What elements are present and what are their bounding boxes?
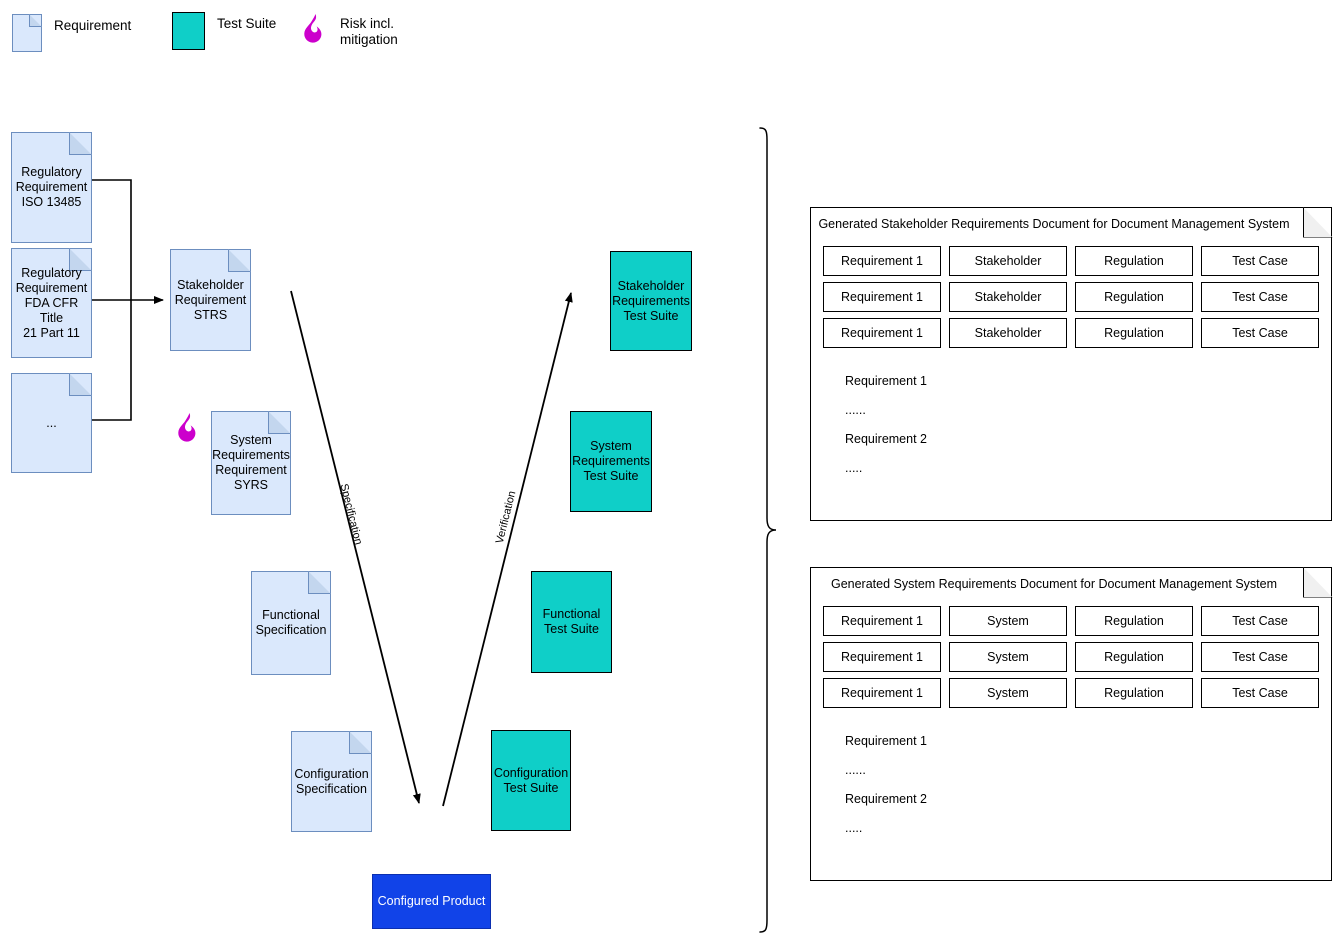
node-functional-test-suite[interactable]: Functional Test Suite — [531, 571, 612, 673]
generated-stakeholder-requirements-document[interactable]: Generated Stakeholder Requirements Docum… — [810, 206, 1333, 521]
grouping-brace — [759, 127, 777, 933]
node-label: Regulatory Requirement FDA CFR Title 21 … — [15, 265, 88, 340]
legend-label-risk: Risk incl. mitigation — [340, 16, 398, 47]
table-cell[interactable]: System — [949, 678, 1067, 708]
node-regulatory-requirement-iso[interactable]: Regulatory Requirement ISO 13485 — [11, 132, 92, 243]
node-label: System Requirements Test Suite — [572, 439, 650, 483]
table-cell[interactable]: Regulation — [1075, 246, 1193, 276]
table-cell[interactable]: Test Case — [1201, 606, 1319, 636]
requirements-table: Requirement 1 Stakeholder Regulation Tes… — [823, 246, 1319, 348]
legend-item-requirement: Requirement — [12, 14, 131, 52]
body-line: Requirement 1 — [845, 734, 927, 748]
document-fold-icon — [349, 731, 372, 754]
flame-icon — [178, 413, 196, 442]
document-title: Generated System Requirements Document f… — [830, 577, 1278, 591]
node-label: Regulatory Requirement ISO 13485 — [15, 165, 88, 209]
table-cell[interactable]: Stakeholder — [949, 282, 1067, 312]
specification-arrow[interactable] — [290, 290, 421, 804]
document-fold-icon — [308, 571, 331, 594]
node-label: Functional Specification — [255, 608, 327, 637]
legend-item-risk: Risk incl. mitigation — [298, 12, 398, 48]
body-line: ...... — [845, 763, 866, 777]
node-label: Configured Product — [377, 894, 486, 908]
table-cell[interactable]: Test Case — [1201, 318, 1319, 348]
node-label: ... — [46, 415, 57, 430]
node-configuration-test-suite[interactable]: Configuration Test Suite — [491, 730, 571, 831]
body-line: ...... — [845, 403, 866, 417]
node-label: Configuration Test Suite — [493, 765, 569, 795]
square-icon — [172, 12, 205, 50]
flame-icon — [304, 14, 322, 43]
table-cell[interactable]: Test Case — [1201, 678, 1319, 708]
table-cell[interactable]: Regulation — [1075, 642, 1193, 672]
table-cell[interactable]: Requirement 1 — [823, 606, 941, 636]
table-cell[interactable]: Requirement 1 — [823, 642, 941, 672]
document-icon — [12, 14, 42, 52]
document-icon-fold — [29, 14, 42, 27]
node-regulatory-requirement-fda[interactable]: Regulatory Requirement FDA CFR Title 21 … — [11, 248, 92, 358]
table-cell[interactable]: Regulation — [1075, 282, 1193, 312]
node-functional-specification[interactable]: Functional Specification — [251, 571, 331, 675]
node-regulatory-requirement-more[interactable]: ... — [11, 373, 92, 473]
document-body: Requirement 1 ...... Requirement 2 ..... — [845, 734, 927, 850]
table-cell[interactable]: Requirement 1 — [823, 318, 941, 348]
table-cell[interactable]: Stakeholder — [949, 318, 1067, 348]
node-configuration-specification[interactable]: Configuration Specification — [291, 731, 372, 832]
node-configured-product[interactable]: Configured Product — [372, 874, 491, 929]
table-cell[interactable]: System — [949, 642, 1067, 672]
table-cell[interactable]: Test Case — [1201, 642, 1319, 672]
body-line: Requirement 2 — [845, 792, 927, 806]
table-cell[interactable]: Regulation — [1075, 318, 1193, 348]
document-fold-icon — [228, 249, 251, 272]
document-body: Requirement 1 ...... Requirement 2 ..... — [845, 374, 927, 490]
table-cell[interactable]: Requirement 1 — [823, 282, 941, 312]
document-title: Generated Stakeholder Requirements Docum… — [818, 217, 1290, 231]
node-label: Configuration Specification — [294, 766, 369, 796]
node-label: System Requirements Requirement SYRS — [212, 433, 290, 492]
body-line: ..... — [845, 821, 863, 835]
generated-system-requirements-document[interactable]: Generated System Requirements Document f… — [810, 566, 1333, 881]
node-label: Stakeholder Requirement STRS — [174, 277, 247, 322]
table-cell[interactable]: Regulation — [1075, 678, 1193, 708]
table-cell[interactable]: System — [949, 606, 1067, 636]
table-cell[interactable]: Test Case — [1201, 282, 1319, 312]
table-cell[interactable]: Regulation — [1075, 606, 1193, 636]
node-system-requirements-test-suite[interactable]: System Requirements Test Suite — [570, 411, 652, 512]
document-fold-icon — [1302, 566, 1333, 598]
table-cell[interactable]: Requirement 1 — [823, 246, 941, 276]
table-cell[interactable]: Requirement 1 — [823, 678, 941, 708]
document-fold-icon — [1302, 206, 1333, 238]
legend-label-test-suite: Test Suite — [217, 16, 277, 31]
node-stakeholder-requirements-test-suite[interactable]: Stakeholder Requirements Test Suite — [610, 251, 692, 351]
verification-label: Verification — [494, 490, 519, 545]
table-cell[interactable]: Test Case — [1201, 246, 1319, 276]
node-label: Functional Test Suite — [542, 607, 601, 636]
document-fold-icon — [268, 411, 291, 434]
requirements-table: Requirement 1 System Regulation Test Cas… — [823, 606, 1319, 708]
node-label: Stakeholder Requirements Test Suite — [612, 278, 690, 323]
document-fold-icon — [69, 132, 92, 155]
node-stakeholder-requirement-strs[interactable]: Stakeholder Requirement STRS — [170, 249, 251, 351]
connector-regulatory-to-strs — [92, 179, 132, 421]
specification-label: Specification — [338, 483, 365, 546]
node-system-requirement-syrs[interactable]: System Requirements Requirement SYRS — [211, 411, 291, 515]
legend-item-test-suite: Test Suite — [172, 12, 276, 50]
legend-label-requirement: Requirement — [54, 18, 132, 33]
body-line: Requirement 1 — [845, 374, 927, 388]
body-line: Requirement 2 — [845, 432, 927, 446]
body-line: ..... — [845, 461, 863, 475]
document-fold-icon — [69, 373, 92, 396]
table-cell[interactable]: Stakeholder — [949, 246, 1067, 276]
